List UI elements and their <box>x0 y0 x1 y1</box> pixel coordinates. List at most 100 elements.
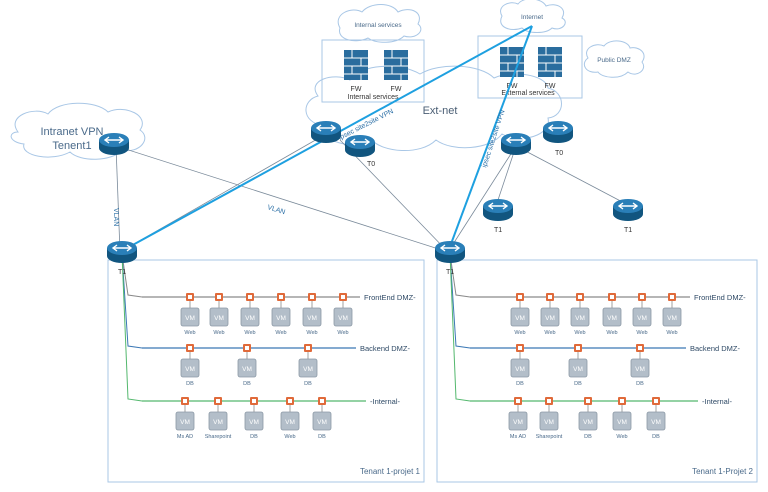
vm-name: Web <box>306 330 317 336</box>
public-dmz-label: Public DMZ <box>597 57 631 64</box>
vm-icon-label: VM <box>249 419 259 426</box>
vm-name: Sharepoint <box>536 434 563 440</box>
vm-name: Web <box>514 330 525 336</box>
router-icon <box>500 132 532 156</box>
t1-label: T1 <box>118 269 126 276</box>
vm-icon-label: VM <box>307 315 317 322</box>
segment-label: FrontEnd DMZ- <box>694 293 746 302</box>
vm-name: Web <box>337 330 348 336</box>
firewall-chip-icon <box>516 293 524 301</box>
firewall-chip-icon <box>304 344 312 352</box>
firewall-chip-icon <box>250 397 258 405</box>
segment-uplink <box>449 253 471 402</box>
vm-icon-label: VM <box>245 315 255 322</box>
segment-label: Backend DMZ- <box>360 344 411 353</box>
tenant-name: Tenant 1-Projet 2 <box>692 467 753 476</box>
firewall-chip-icon <box>516 344 524 352</box>
firewall-chip-icon <box>668 293 676 301</box>
vlan-label: VLAN <box>112 208 119 226</box>
firewall-chip-icon <box>576 293 584 301</box>
vm-icon-label: VM <box>515 366 525 373</box>
thin-links <box>115 133 631 253</box>
firewall-chip-icon <box>181 397 189 405</box>
vm-name: Web <box>666 330 677 336</box>
t1-label: T1 <box>624 227 632 234</box>
t1-label: T1 <box>446 269 454 276</box>
firewall-chip-icon <box>574 344 582 352</box>
firewall-chip-icon <box>286 397 294 405</box>
vm-icon-label: VM <box>214 315 224 322</box>
segment-label: -Internal- <box>370 397 401 406</box>
fw-box-title: Internal services <box>348 94 399 101</box>
vm-name: Web <box>244 330 255 336</box>
firewall-chip-icon <box>308 293 316 301</box>
intranet-vpn-line2: Tenent1 <box>52 140 91 152</box>
vm-name: DB <box>243 381 251 387</box>
vm-name: Web <box>275 330 286 336</box>
firewall-chip-icon <box>608 293 616 301</box>
vm-icon-label: VM <box>185 366 195 373</box>
firewall-chip-icon <box>584 397 592 405</box>
firewall-chip-icon <box>545 397 553 405</box>
vm-name: DB <box>652 434 660 440</box>
vm-icon-label: VM <box>303 366 313 373</box>
vm-name: Sharepoint <box>205 434 232 440</box>
router-icon <box>542 120 574 144</box>
firewall-chip-icon <box>618 397 626 405</box>
vm-name: DB <box>584 434 592 440</box>
vm-icon-label: VM <box>338 315 348 322</box>
t0-label: T0 <box>555 150 563 157</box>
vm-icon-label: VM <box>617 419 627 426</box>
vm-icon-label: VM <box>213 419 223 426</box>
vm-name: DB <box>250 434 258 440</box>
vm-name: DB <box>574 381 582 387</box>
vm-icon-label: VM <box>545 315 555 322</box>
segment-label: -Internal- <box>702 397 733 406</box>
vm-icon-label: VM <box>573 366 583 373</box>
segment-label: Backend DMZ- <box>690 344 741 353</box>
vm-icon-label: VM <box>607 315 617 322</box>
vm-icon-label: VM <box>515 315 525 322</box>
fw-label: FW <box>507 83 518 90</box>
vm-name: Web <box>213 330 224 336</box>
tenant-name: Tenant 1-projet 1 <box>360 467 421 476</box>
firewall-chip-icon <box>636 344 644 352</box>
segment-uplink <box>449 253 471 349</box>
vm-name: Web <box>184 330 195 336</box>
fw-box-title: External services <box>501 90 555 97</box>
vm-name: DB <box>186 381 194 387</box>
vm-icon-label: VM <box>317 419 327 426</box>
vm-icon-label: VM <box>635 366 645 373</box>
vm-name: DB <box>516 381 524 387</box>
segment-label: FrontEnd DMZ- <box>364 293 416 302</box>
vm-icon-label: VM <box>575 315 585 322</box>
internal-services-fw-box: FW FW Internal services <box>321 39 425 103</box>
vm-name: Ms AD <box>177 434 193 440</box>
vm-icon-label: VM <box>276 315 286 322</box>
vm-icon-label: VM <box>285 419 295 426</box>
fw-label: FW <box>545 83 556 90</box>
firewall-chip-icon <box>214 397 222 405</box>
router-icon <box>482 198 514 222</box>
router-icon <box>310 120 342 144</box>
segment-uplink <box>121 253 143 402</box>
vm-name: Web <box>284 434 295 440</box>
fw-label: FW <box>391 86 402 93</box>
vm-icon-label: VM <box>667 315 677 322</box>
tenant-router-icon <box>434 240 466 264</box>
intranet-router-icon <box>98 132 130 156</box>
vm-icon-label: VM <box>185 315 195 322</box>
firewall-chip-icon <box>546 293 554 301</box>
firewall-chip-icon <box>339 293 347 301</box>
internal-services-label: Internal services <box>354 22 402 29</box>
firewall-icon <box>383 49 409 81</box>
vm-name: DB <box>304 381 312 387</box>
vm-icon-label: VM <box>583 419 593 426</box>
firewall-chip-icon <box>243 344 251 352</box>
firewall-chip-icon <box>638 293 646 301</box>
tenant-box <box>107 259 425 483</box>
segment-uplink <box>121 253 143 298</box>
